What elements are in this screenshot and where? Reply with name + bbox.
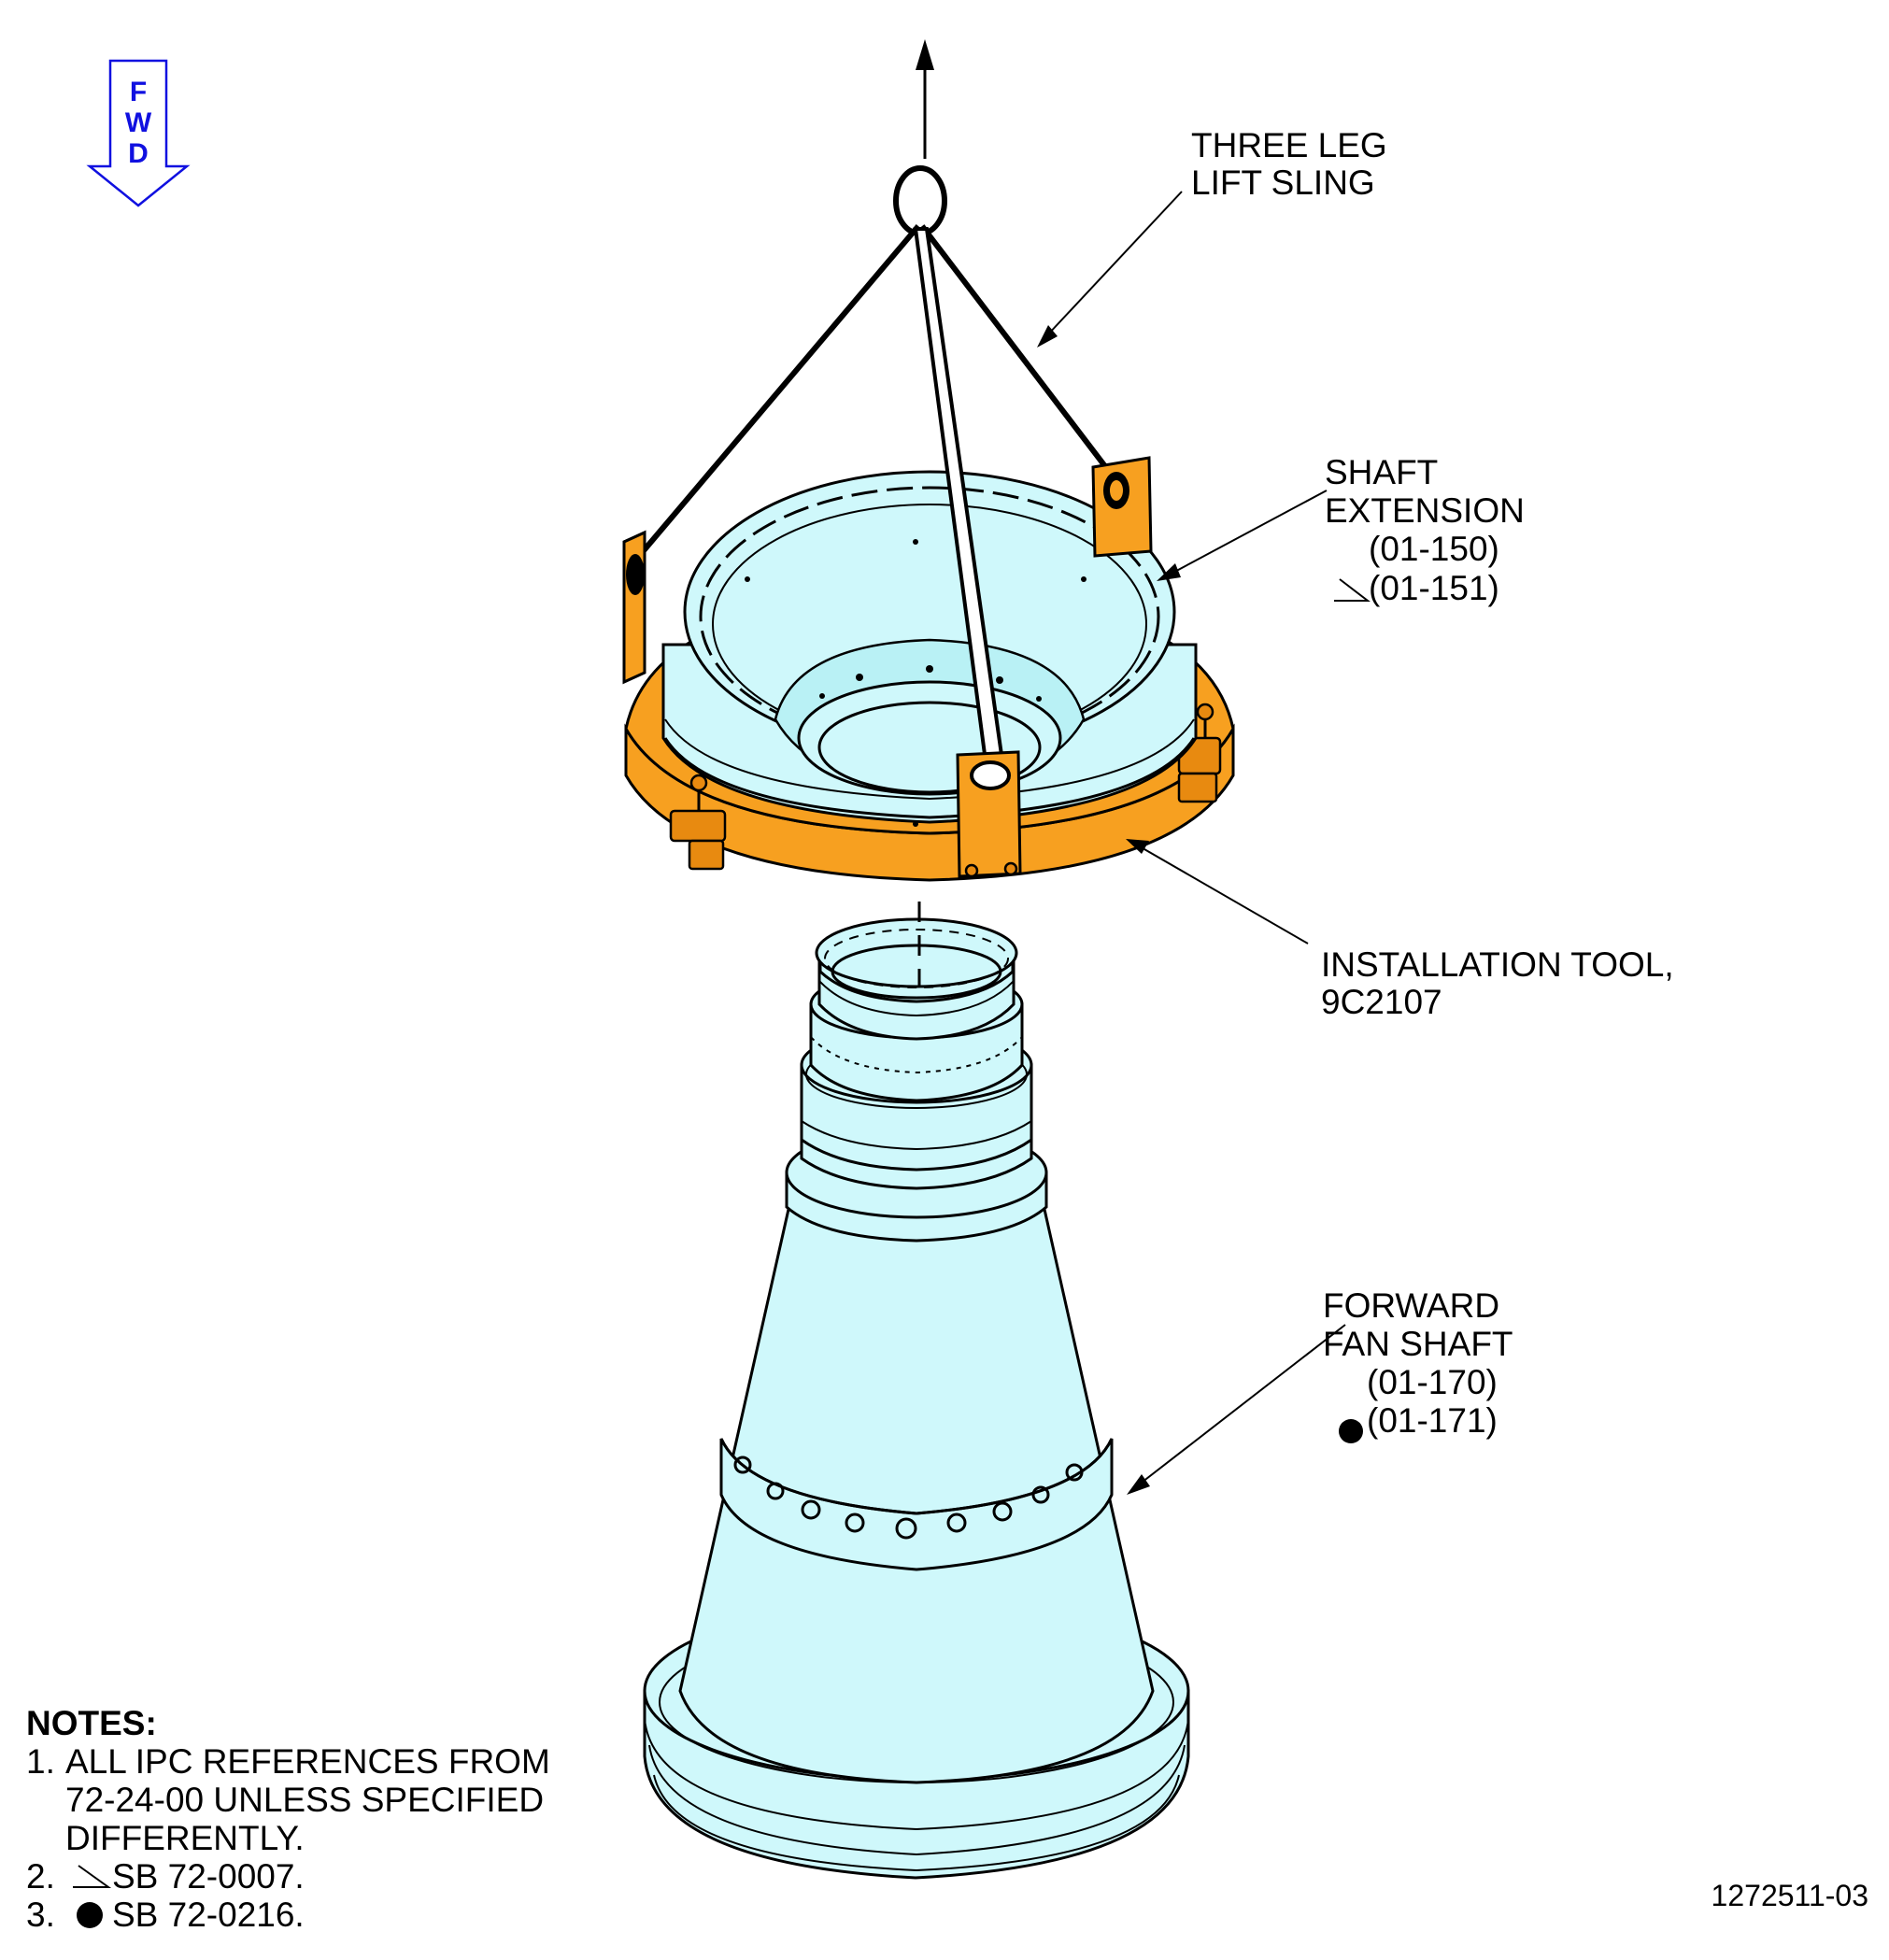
- callout-shaft-extension-line-1: SHAFT: [1325, 453, 1438, 491]
- fwd-letter-f: F: [130, 77, 147, 107]
- callout-lift-sling-line-2: LIFT SLING: [1191, 163, 1375, 202]
- callout-fan-shaft-line-3: (01-170): [1367, 1363, 1498, 1401]
- callout-shaft-extension-line-4: (01-151): [1369, 569, 1499, 607]
- figure-id: 1272511-03: [1711, 1879, 1868, 1912]
- fwd-letter-d: D: [128, 138, 149, 169]
- note-2-text: SB 72-0007.: [112, 1857, 305, 1896]
- callout-fan-shaft-line-1: FORWARD: [1323, 1286, 1499, 1325]
- leader-lines: [1037, 191, 1346, 1495]
- triangle-flag-icon: [1334, 578, 1371, 602]
- lift-direction-arrow-icon: [916, 39, 934, 159]
- forward-direction-arrow-icon: F W D: [86, 59, 191, 207]
- three-leg-lift-sling-drawing: [622, 165, 1153, 878]
- callout-shaft-extension: SHAFT EXTENSION (01-150) (01-151): [1325, 453, 1525, 607]
- callout-installation-tool-line-2: 9C2107: [1321, 983, 1442, 1021]
- notes-title: NOTES:: [26, 1704, 157, 1742]
- filled-circle-icon: [77, 1902, 103, 1928]
- note-1-line-2: 72-24-00 UNLESS SPECIFIED: [65, 1781, 544, 1819]
- callout-fan-shaft-line-2: FAN SHAFT: [1323, 1325, 1513, 1363]
- forward-fan-shaft-drawing: [643, 917, 1190, 1880]
- note-3-text: SB 72-0216.: [112, 1896, 305, 1934]
- note-1-number: 1.: [26, 1742, 55, 1781]
- triangle-flag-icon: [73, 1865, 112, 1888]
- callout-lift-sling-line-1: THREE LEG: [1191, 126, 1387, 164]
- callout-fan-shaft: FORWARD FAN SHAFT (01-170) (01-171): [1323, 1286, 1513, 1443]
- note-1-line-1: ALL IPC REFERENCES FROM: [65, 1742, 550, 1781]
- callout-shaft-extension-line-3: (01-150): [1369, 530, 1499, 568]
- callout-lift-sling: THREE LEG LIFT SLING: [1191, 126, 1387, 202]
- fwd-letter-w: W: [125, 107, 152, 138]
- callout-shaft-extension-line-2: EXTENSION: [1325, 491, 1525, 530]
- note-3-number: 3.: [26, 1896, 55, 1934]
- note-1-line-3: DIFFERENTLY.: [65, 1819, 305, 1857]
- callout-fan-shaft-line-4: (01-171): [1367, 1401, 1498, 1440]
- callout-installation-tool-line-1: INSTALLATION TOOL,: [1321, 945, 1674, 984]
- notes-block: NOTES: 1. ALL IPC REFERENCES FROM 72-24-…: [26, 1704, 550, 1934]
- note-2-number: 2.: [26, 1857, 55, 1896]
- filled-circle-icon: [1339, 1419, 1363, 1443]
- callout-installation-tool: INSTALLATION TOOL, 9C2107: [1321, 945, 1674, 1021]
